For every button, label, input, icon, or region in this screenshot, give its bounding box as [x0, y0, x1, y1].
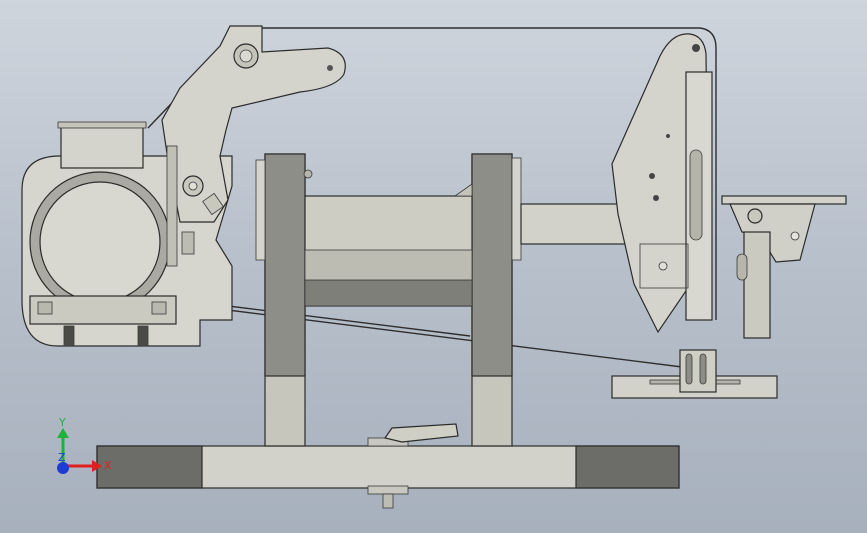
clamp-slot-right — [699, 353, 707, 385]
arm-gusset — [453, 183, 473, 197]
right-upright-upper — [471, 153, 513, 377]
tension-adjuster — [202, 192, 224, 216]
platen-bracket-outline — [639, 243, 689, 289]
belt-top-run — [262, 27, 717, 320]
tool-rest-lock — [790, 231, 800, 241]
right-upright-flange — [511, 157, 522, 261]
arm-bolt — [303, 169, 313, 179]
platen-hole-a — [649, 173, 655, 179]
y-axis-label: Y — [58, 416, 66, 429]
arm-housing-shadow — [304, 279, 473, 307]
motor-foot-left — [63, 325, 75, 347]
right-upright — [471, 153, 522, 447]
left-upright-flange — [255, 159, 266, 261]
x-axis-arrowhead — [92, 460, 102, 472]
tension-slide-bar — [166, 145, 178, 267]
platen-assembly — [611, 33, 713, 334]
tool-rest-table — [721, 195, 847, 205]
base-plate-right-end — [575, 445, 680, 489]
tool-rest-knob — [736, 253, 748, 281]
clamp-lever[interactable] — [384, 423, 459, 443]
tension-spring-bolt-center — [188, 181, 198, 191]
x-axis-label: X — [104, 459, 112, 472]
tool-rest — [721, 195, 847, 339]
motor-mount-bolt-left — [37, 301, 53, 315]
z-axis-label: Z — [58, 451, 66, 464]
pivot-bolt-shank — [382, 493, 394, 509]
lower-work-table — [611, 349, 778, 399]
tension-pivot-bore — [239, 49, 253, 63]
left-upright — [255, 153, 306, 447]
work-table-clamp[interactable] — [679, 349, 717, 393]
pivot-bolt-washer — [367, 485, 409, 495]
z-axis-dot — [57, 462, 69, 474]
tool-rest-bracket — [729, 203, 816, 263]
tool-rest-post — [743, 231, 771, 339]
base-plate — [96, 423, 680, 509]
tension-arm-hole — [327, 65, 333, 71]
y-axis-arrowhead — [57, 428, 69, 438]
tension-slide-block — [181, 231, 195, 255]
motor-ring-inner — [39, 181, 161, 303]
motor-foot-right — [137, 325, 149, 347]
belt-lower-run-b — [211, 303, 471, 337]
tension-arm — [161, 25, 346, 267]
platen-hole-b — [653, 195, 659, 201]
tension-arm-plate — [161, 25, 346, 223]
main-arm — [303, 169, 686, 307]
platen-hole-small — [666, 134, 670, 138]
motor-mount-bolt-right — [151, 301, 167, 315]
base-plate-left-end — [96, 445, 203, 489]
motor-terminal-box — [60, 123, 144, 169]
tool-rest-pivot — [747, 208, 763, 224]
terminal-box-lid — [57, 121, 147, 129]
left-upright-upper — [264, 153, 306, 377]
platen-bolt — [658, 261, 668, 271]
platen-slot — [689, 149, 703, 241]
clamp-slot-left — [685, 353, 693, 385]
platen-plate — [611, 33, 709, 334]
platen-hole-top — [692, 44, 700, 52]
arm-housing-lower — [304, 249, 473, 281]
axis-triad: Y X Z — [57, 416, 112, 474]
